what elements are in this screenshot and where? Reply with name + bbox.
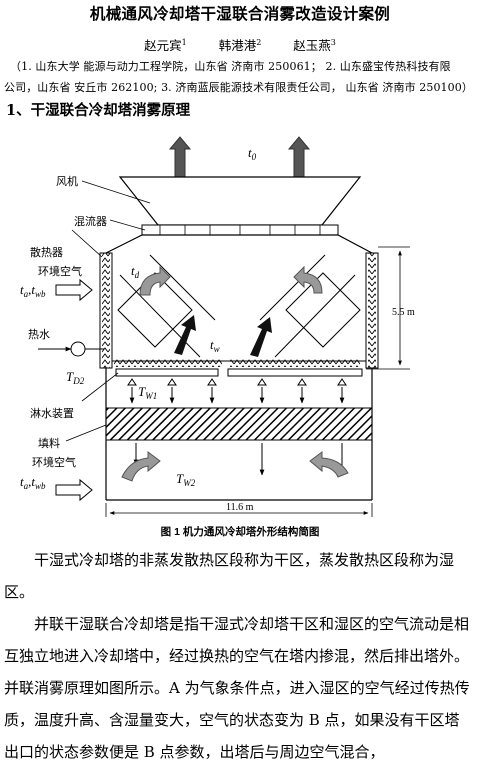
width-dimension xyxy=(105,503,373,517)
author-1: 赵元宾1 xyxy=(144,38,187,53)
author-name: 赵元宾 xyxy=(144,38,182,53)
diagonal-baffle-left xyxy=(119,254,216,358)
mixer-label: 混流器 xyxy=(74,214,107,228)
fill-media xyxy=(105,407,373,441)
ambient-inlet-arrow-top xyxy=(55,278,93,302)
author-3: 赵玉燕3 xyxy=(293,38,336,53)
author-2: 韩港港2 xyxy=(219,38,262,53)
author-name: 韩港港 xyxy=(218,38,257,53)
ta-twb-label-bottom: ta,twb xyxy=(20,474,46,491)
ambient-air-label-bottom: 环境空气 xyxy=(32,455,76,469)
dry-air-arrow-right xyxy=(293,265,323,294)
tw1-label: TW1 xyxy=(138,384,157,401)
ambient-air-arrow-right xyxy=(309,451,349,478)
spray-header-left xyxy=(114,359,222,367)
radiator-left xyxy=(99,252,113,369)
radiator-label: 散热器 xyxy=(30,245,63,259)
author-list: 赵元宾1 韩港港2 赵玉燕3 xyxy=(0,35,480,54)
hot-water-label: 热水 xyxy=(28,328,50,341)
dry-air-arrow-left xyxy=(139,265,171,296)
height-dimension xyxy=(366,246,410,370)
wet-air-arrow-left xyxy=(174,315,196,355)
exhaust-arrows xyxy=(168,136,311,178)
t0-label: t0 xyxy=(248,145,257,162)
bottom-drop-arrows xyxy=(133,443,345,476)
ambient-air-arrow-left xyxy=(121,451,161,482)
section-heading: 1、干湿联合冷却塔消雾原理 xyxy=(6,102,191,119)
td2-label: TD2 xyxy=(66,369,85,386)
spray-nozzles xyxy=(127,378,347,386)
paragraph-text: 并联干湿联合冷却塔是指干湿式冷却塔干区和湿区的空气流动是相互独立地进入冷却塔中，… xyxy=(4,615,470,761)
tw-label: tw xyxy=(210,337,220,354)
tw2-label: TW2 xyxy=(176,471,196,488)
cooling-tower-figure: t0 td tw xyxy=(20,136,415,517)
fill-label: 填料 xyxy=(38,436,60,450)
ta-twb-label-top: ta,twb xyxy=(20,282,46,299)
diagonal-plate-right xyxy=(285,272,361,348)
leader-lines xyxy=(65,180,151,442)
width-dimension-label: 11.6 m xyxy=(226,502,254,513)
wet-air-arrow-right xyxy=(250,317,272,357)
spray-device-label: 淋水装置 xyxy=(30,407,74,420)
affiliation-line-2: 公司，山东省 安丘市 262100; 3. 济南蓝辰能源技术有限责任公司， 山东… xyxy=(4,81,473,94)
author-affil-mark: 2 xyxy=(256,37,262,47)
paragraph-text: 干湿式冷却塔的非蒸发散热区段称为干区，蒸发散热区段称为湿区。 xyxy=(4,551,455,601)
water-tray-left xyxy=(115,368,219,377)
paper-title: 机械通风冷却塔干湿联合消雾改造设计案例 xyxy=(89,4,391,23)
ambient-air-label-top: 环境空气 xyxy=(38,264,82,278)
author-affil-mark: 3 xyxy=(330,37,336,47)
affiliation-line-1: （1. 山东大学 能源与动力工程学院，山东省 济南市 250061； 2. 山东… xyxy=(10,60,451,73)
diagonal-baffle-right xyxy=(259,254,356,358)
radiator-right xyxy=(365,252,379,369)
water-tray-right xyxy=(227,368,363,377)
body-paragraph-2: 并联干湿联合冷却塔是指干湿式冷却塔干区和湿区的空气流动是相互独立地进入冷却塔中，… xyxy=(4,608,474,768)
tower-roof xyxy=(105,234,373,254)
figure-caption: 图 1 机力通风冷却塔外形结构简图 xyxy=(160,526,320,538)
fan-label: 风机 xyxy=(56,174,78,188)
height-dimension-label: 5.5 m xyxy=(392,307,415,318)
fan-housing xyxy=(118,176,362,226)
ambient-inlet-arrow-bottom xyxy=(55,478,93,502)
hot-water-valve xyxy=(70,341,86,357)
author-name: 赵玉燕 xyxy=(293,38,331,53)
author-affil-mark: 1 xyxy=(181,37,187,47)
water-drop-arrows xyxy=(129,387,345,404)
body-paragraph-1: 干湿式冷却塔的非蒸发散热区段称为干区，蒸发散热区段称为湿区。 xyxy=(4,544,474,608)
spray-header-right xyxy=(230,359,360,367)
td-label: td xyxy=(131,263,140,280)
